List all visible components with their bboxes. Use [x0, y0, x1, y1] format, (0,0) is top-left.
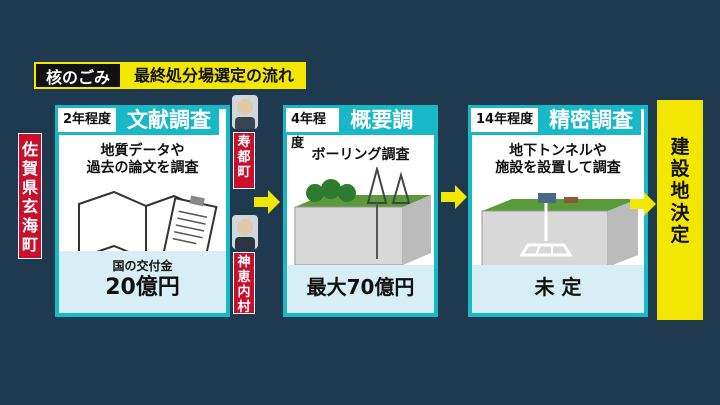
stage-budget-3: 未 定	[472, 265, 644, 313]
stage-duration-2: 4年程度	[283, 105, 343, 151]
arrow-right-icon	[254, 190, 280, 214]
person-label-1: 寿 都 町	[233, 132, 255, 189]
arrow-right-icon	[630, 192, 656, 216]
stage-card-3: 14年程度 精密調査 地下トンネルや 施設を設置して調査 未 定	[468, 105, 648, 317]
tunnel-illustration	[481, 193, 638, 268]
stage-desc-1: 地質データや 過去の論文を調査	[86, 143, 199, 176]
title-main: 最終処分場選定の流れ	[122, 62, 307, 89]
person-photo-2	[232, 215, 258, 249]
stage-desc-3: 地下トンネルや 施設を設置して調査	[495, 143, 621, 176]
stage-budget-1: 国の交付金 20億円	[59, 251, 226, 313]
person-label-2: 神 恵 内 村	[233, 252, 255, 315]
stage-budget-2: 最大70億円	[287, 265, 434, 313]
stage-desc-2: ボーリング調査	[311, 147, 410, 163]
stage-duration-1: 2年程度	[55, 105, 120, 135]
person-photo-1	[232, 95, 258, 129]
budget-caption: 国の交付金	[112, 259, 173, 273]
boring-illustration	[294, 167, 431, 266]
stage-header-3: 14年程度 精密調査	[468, 105, 642, 135]
final-decision: 建 設 地 決 定	[657, 100, 703, 320]
stage-card-1: 2年程度 文献調査 地質データや 過去の論文を調査 国の交付金 20億円	[55, 105, 230, 317]
arrow-right-icon	[441, 185, 467, 209]
stage-header-1: 2年程度 文献調査	[55, 105, 220, 135]
stage-title-1: 文献調査	[119, 105, 220, 135]
stage-title-3: 精密調査	[541, 105, 642, 135]
title-bar: 核のごみ 最終処分場選定の流れ	[34, 62, 307, 89]
stage-card-2: 4年程度 概要調査 ボーリング調査 最大70億円	[283, 105, 438, 317]
stage-title-2: 概要調査	[342, 105, 434, 162]
stage-duration-3: 14年程度	[468, 105, 542, 135]
stage-header-2: 4年程度 概要調査	[283, 105, 434, 162]
title-tag: 核のごみ	[34, 62, 123, 89]
budget-value-1: 20億円	[105, 275, 180, 300]
location-label: 佐賀県 玄海町	[18, 133, 42, 259]
